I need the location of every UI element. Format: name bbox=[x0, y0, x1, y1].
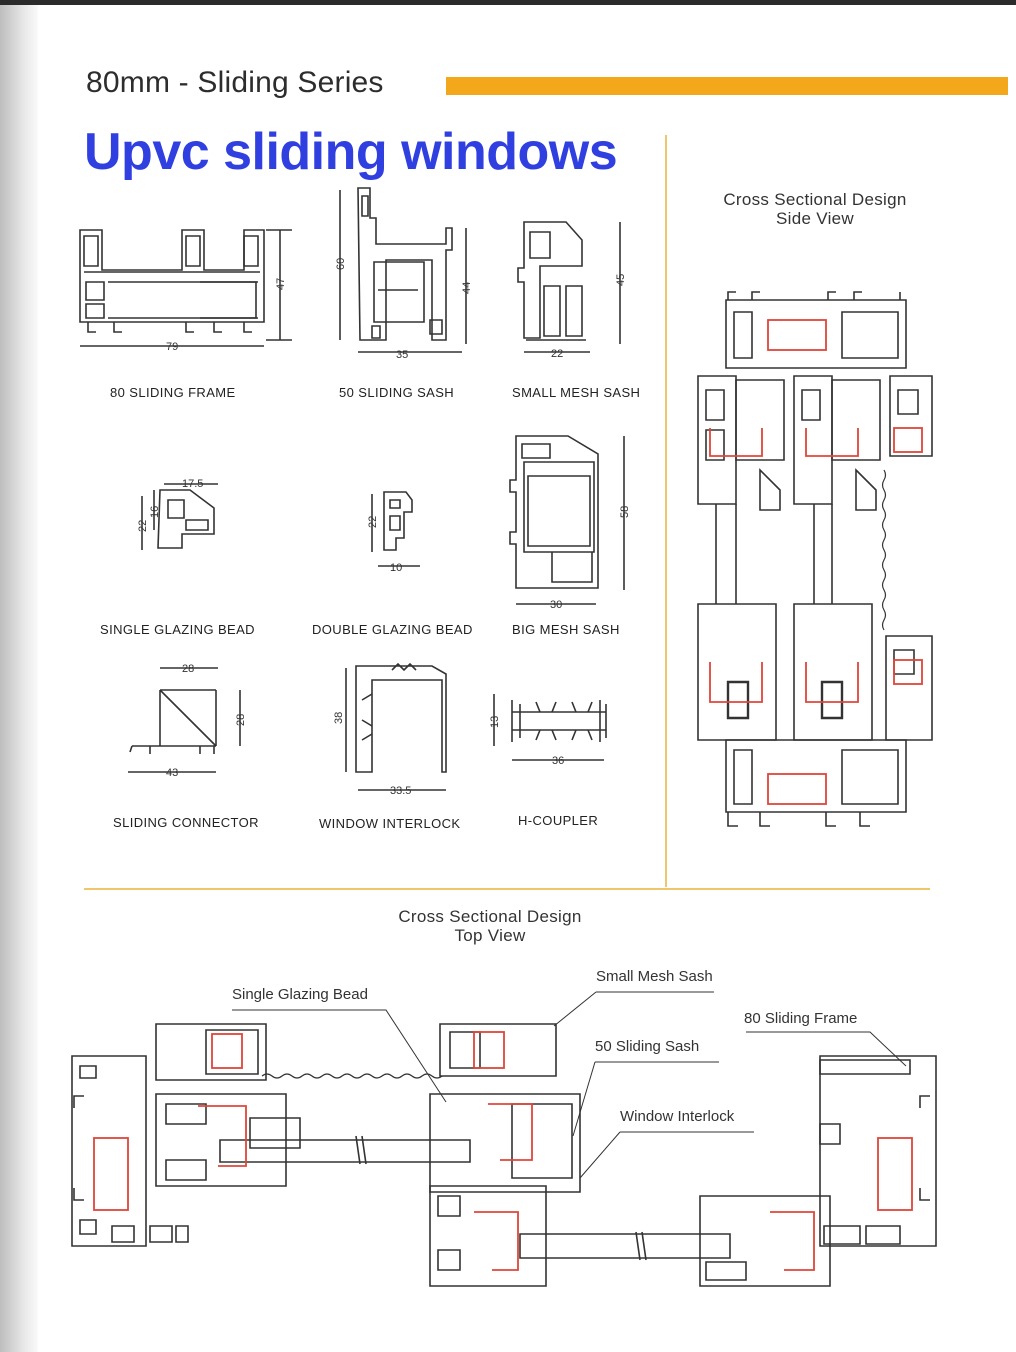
profile-sliding-connector bbox=[128, 667, 241, 773]
dim-text: 60 bbox=[335, 258, 347, 270]
callout-leaders bbox=[232, 991, 907, 1179]
dim-text: 16 bbox=[149, 506, 161, 518]
series-title: 80mm - Sliding Series bbox=[86, 66, 384, 99]
top-view-reinforcement bbox=[93, 1031, 913, 1271]
dim-text: 38 bbox=[333, 712, 345, 724]
dim-text: 13 bbox=[489, 716, 501, 728]
dim-text: 79 bbox=[166, 341, 178, 353]
top-view-section bbox=[71, 1023, 937, 1287]
dim-text: 30 bbox=[550, 599, 562, 611]
profile-double-glazing-bead bbox=[371, 491, 420, 567]
dim-text: 22 bbox=[367, 516, 379, 528]
profile-label: H-COUPLER bbox=[518, 813, 599, 828]
dim-text: 36 bbox=[552, 755, 564, 767]
callout-80-sliding-frame: 80 Sliding Frame bbox=[744, 1010, 858, 1027]
profile-window-interlock bbox=[345, 662, 447, 791]
dim-text: 28 bbox=[182, 663, 194, 675]
callout-window-interlock: Window Interlock bbox=[620, 1108, 735, 1125]
profile-small-mesh-sash bbox=[517, 221, 621, 353]
dim-text: 17.5 bbox=[182, 478, 203, 490]
profile-label: SINGLE GLAZING BEAD bbox=[100, 622, 255, 637]
top-border bbox=[0, 0, 1016, 5]
profile-h-coupler bbox=[493, 694, 607, 761]
dim-text: 22 bbox=[551, 348, 563, 360]
dim-text: 45 bbox=[615, 274, 627, 286]
profile-label: DOUBLE GLAZING BEAD bbox=[312, 622, 473, 637]
horizontal-divider bbox=[84, 888, 930, 890]
dim-text: 33.5 bbox=[390, 785, 411, 797]
profile-50-sliding-sash bbox=[339, 187, 467, 353]
profile-label: 50 SLIDING SASH bbox=[339, 385, 455, 400]
side-view-reinforcement bbox=[709, 319, 923, 805]
profile-label: BIG MESH SASH bbox=[512, 622, 620, 637]
top-view-title: Cross Sectional Design Top View bbox=[398, 907, 582, 945]
dimension-labels: 79 47 60 44 35 45 22 17.5 22 16 22 10 58… bbox=[137, 258, 631, 797]
side-view-title: Cross Sectional Design Side View bbox=[723, 190, 907, 228]
dim-text: 28 bbox=[235, 714, 247, 726]
accent-bar bbox=[446, 77, 1008, 95]
profile-label: SMALL MESH SASH bbox=[512, 385, 641, 400]
dim-text: 58 bbox=[619, 506, 631, 518]
vertical-divider bbox=[665, 135, 667, 887]
page-edge-shadow bbox=[0, 5, 38, 1352]
profile-label: SLIDING CONNECTOR bbox=[113, 815, 259, 830]
headline: Upvc sliding windows bbox=[84, 123, 618, 181]
profile-label: WINDOW INTERLOCK bbox=[319, 816, 461, 831]
dim-text: 10 bbox=[390, 562, 402, 574]
profile-big-mesh-sash bbox=[509, 435, 625, 605]
dim-text: 35 bbox=[396, 349, 408, 361]
callout-small-mesh-sash: Small Mesh Sash bbox=[596, 968, 713, 985]
side-view-section bbox=[697, 291, 933, 827]
callout-50-sliding-sash: 50 Sliding Sash bbox=[595, 1038, 700, 1055]
profile-single-glazing-bead bbox=[141, 483, 218, 550]
dim-text: 22 bbox=[137, 520, 149, 532]
dim-text: 44 bbox=[461, 282, 473, 294]
dim-text: 47 bbox=[275, 278, 287, 290]
profile-label: 80 SLIDING FRAME bbox=[110, 385, 236, 400]
dim-text: 43 bbox=[166, 767, 178, 779]
profile-80-sliding-frame bbox=[79, 229, 292, 347]
callout-single-glazing-bead: Single Glazing Bead bbox=[232, 986, 368, 1003]
